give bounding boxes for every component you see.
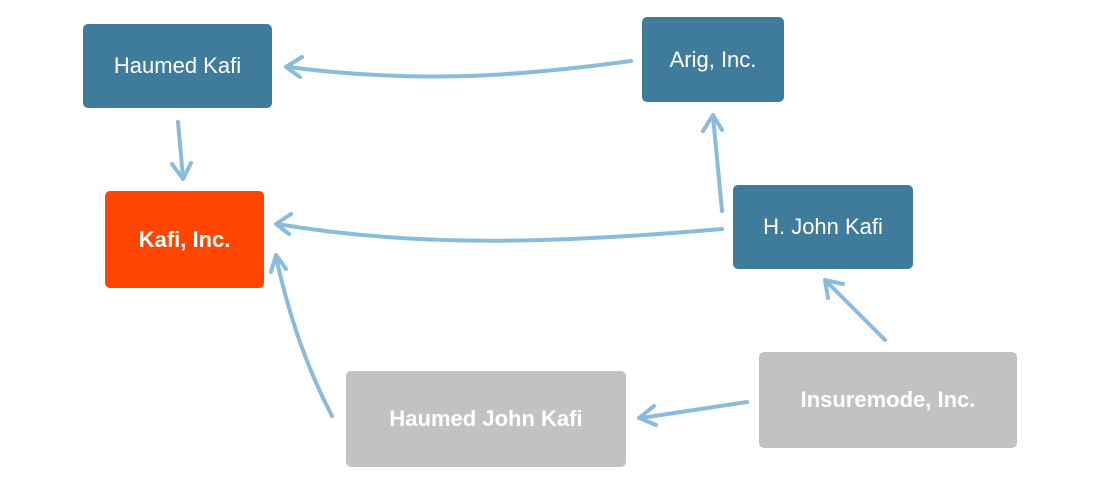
node-label: Insuremode, Inc. [800,387,976,412]
node-label: Kafi, Inc. [138,226,231,252]
edge-arig-to-haumed-kafi [284,55,633,79]
node-label: Haumed John Kafi [389,406,583,431]
node-label: H. John Kafi [763,214,883,239]
edge-haumed-kafi-to-kafi-inc [170,120,193,181]
edge-h-john-kafi-to-arig [701,113,724,213]
node-haumed-kafi[interactable]: Haumed Kafi [83,24,272,108]
node-kafi-inc[interactable]: Kafi, Inc. [105,191,264,288]
node-label: Arig, Inc. [669,46,757,72]
edge-insuremode-to-haumed-john-kafi [637,400,749,427]
node-label: Haumed Kafi [113,53,242,78]
edge-insuremode-to-h-john-kafi [823,278,887,342]
node-haumed-john-kafi[interactable]: Haumed John Kafi [346,371,626,467]
node-arig-inc[interactable]: Arig, Inc. [642,17,784,102]
edge-haumed-john-kafi-to-kafi-inc [269,253,334,418]
node-h-john-kafi[interactable]: H. John Kafi [733,185,913,269]
edge-h-john-kafi-to-kafi-inc [274,212,724,243]
node-insuremode-inc[interactable]: Insuremode, Inc. [759,352,1017,448]
